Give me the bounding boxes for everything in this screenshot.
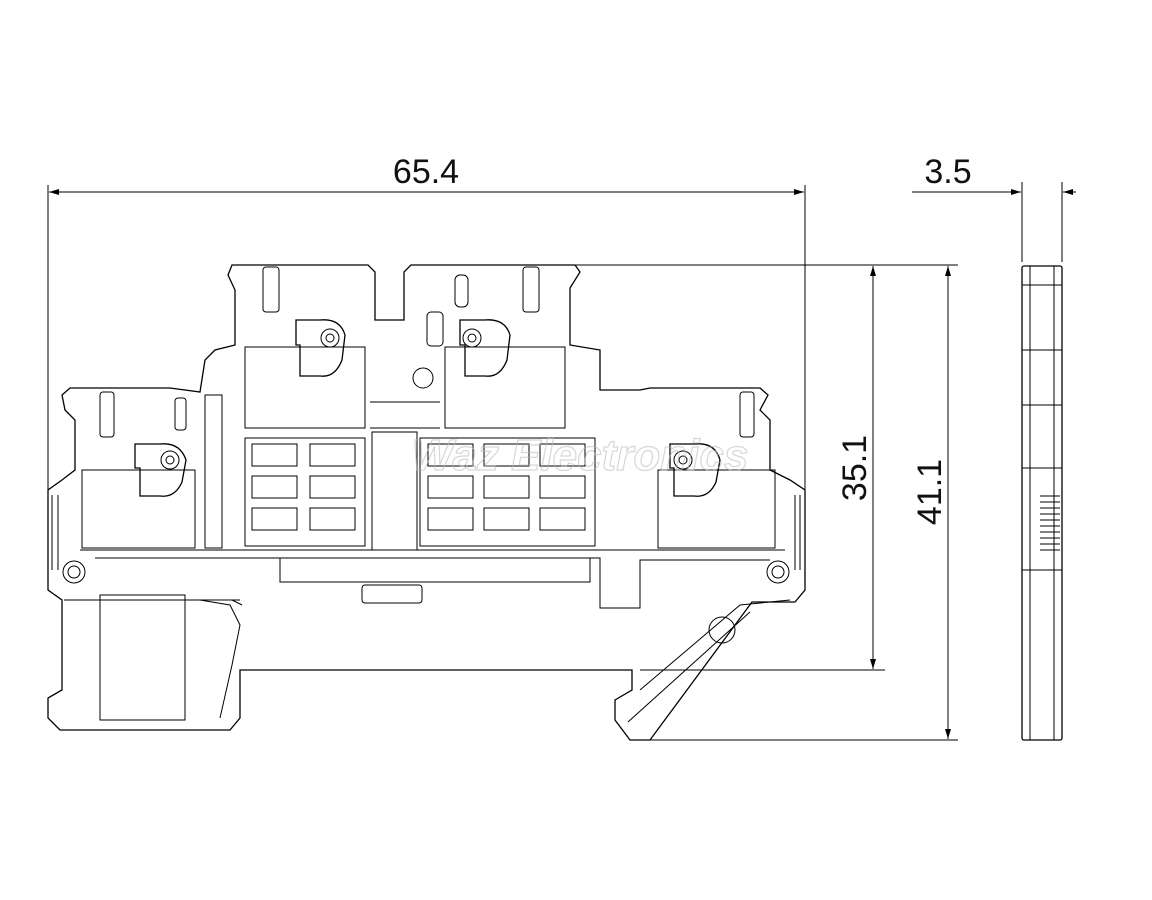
side-view-ribs: [1040, 495, 1060, 551]
dimension-width: 65.4: [47, 153, 806, 545]
clamp-spring-upper-right: [459, 319, 511, 377]
marker-grid-right: [419, 437, 596, 547]
clamp-spring-lower-right: [669, 443, 721, 497]
dimension-thickness: 3.5: [912, 153, 1076, 262]
clamp-spring-upper-left: [295, 319, 346, 377]
dimension-overall-height: 41.1: [650, 264, 958, 741]
dimension-thickness-label: 3.5: [924, 153, 971, 191]
watermark-text: Waz Electronics: [412, 431, 749, 480]
marker-grid-left: [244, 437, 366, 547]
terminal-block-front-view: [47, 264, 806, 741]
side-grip-left: [51, 495, 59, 570]
terminal-block-side-view: [1021, 265, 1063, 741]
dimension-overall-height-label: 41.1: [911, 459, 949, 525]
dimension-rail-height: 35.1: [575, 264, 885, 671]
side-grip-right: [794, 495, 801, 570]
dimension-rail-height-label: 35.1: [836, 435, 874, 501]
clamp-spring-lower-left: [134, 443, 187, 497]
dimension-width-label: 65.4: [393, 153, 459, 191]
